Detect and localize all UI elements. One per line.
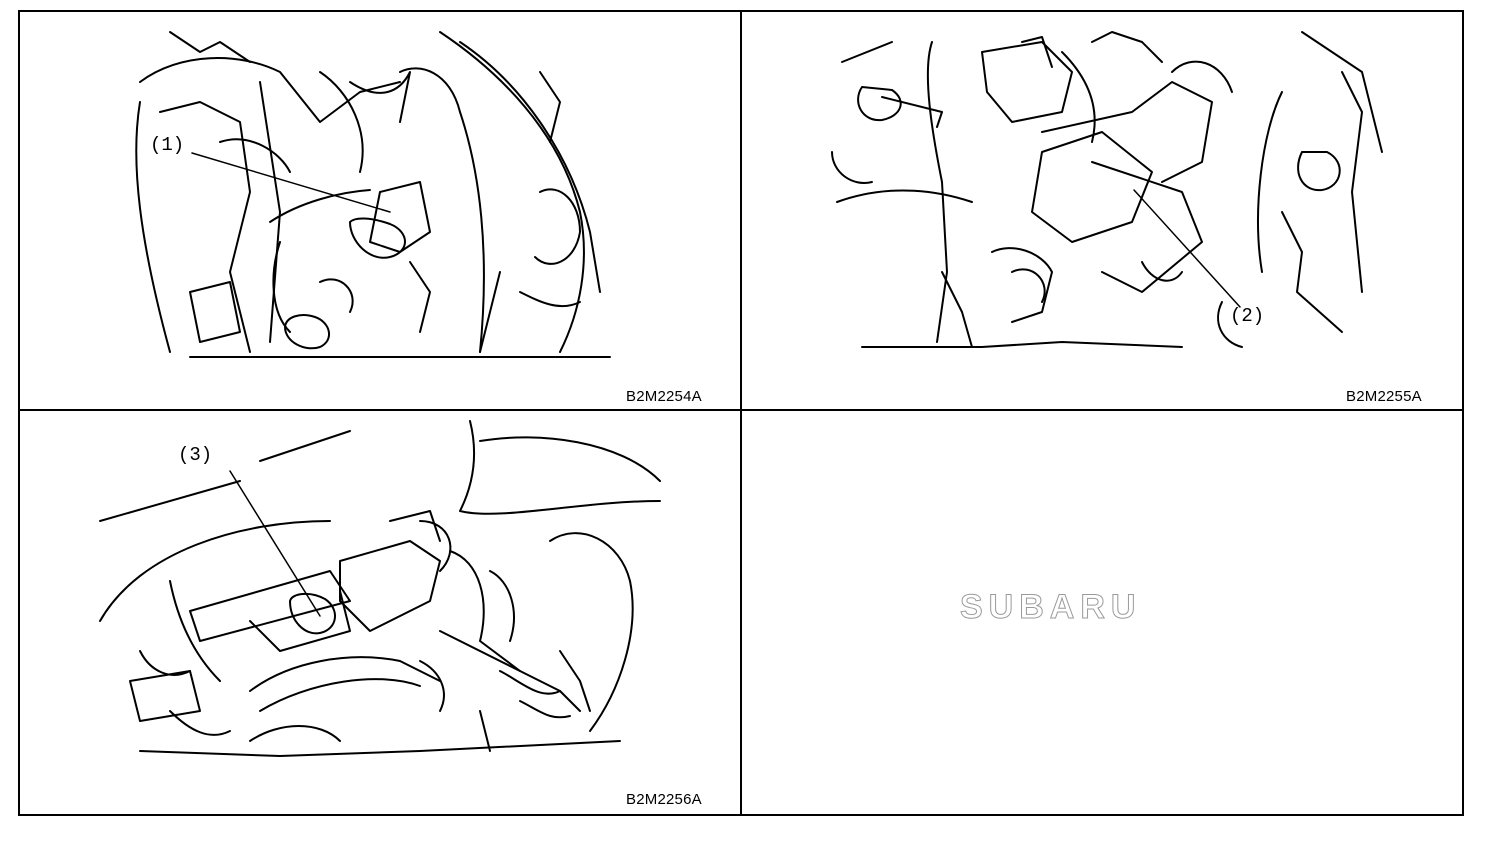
grid-divider-horizontal [18,409,1464,411]
figure-code: B2M2256A [626,791,702,808]
callout-label: (3) [178,444,213,466]
figure-code: B2M2254A [626,388,702,405]
panel-3: (3) B2M2256A [20,411,740,814]
brand-watermark: SUBARU [959,588,1142,627]
panel-2: (2) B2M2255A [742,12,1462,409]
grid-divider-vertical [740,10,742,816]
engine-illustration-1 [135,31,611,358]
figure-code: B2M2255A [1346,388,1422,405]
engine-illustration-2 [831,31,1383,348]
callout-label: (1) [150,134,185,156]
panel-1: (1) B2M2254A [20,12,740,409]
callout-label: (2) [1230,305,1265,327]
engine-illustration-3 [99,420,661,757]
